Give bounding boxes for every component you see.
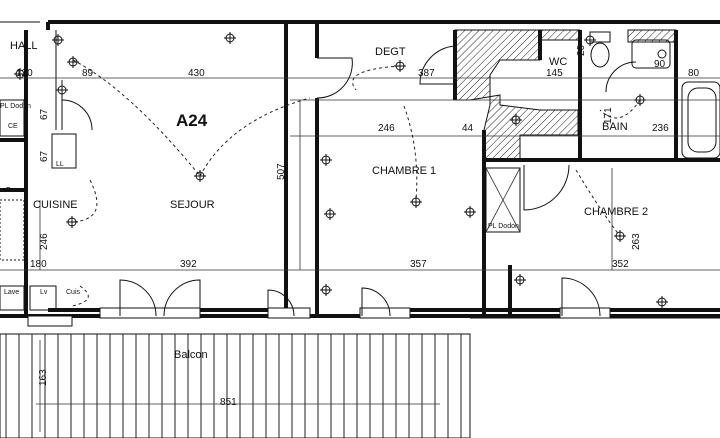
dim-hall-depth: 89 — [82, 68, 94, 79]
dim-hall-width: 120 — [16, 68, 33, 79]
dim-balcon-depth: 163 — [38, 369, 49, 386]
annot-cuis: Cuis — [66, 289, 81, 296]
balcony — [0, 317, 720, 438]
windows — [27, 307, 611, 327]
dim-bain-width: 236 — [652, 123, 669, 134]
outlet-symbol — [464, 206, 476, 218]
annot-ce: CE — [8, 123, 18, 130]
annot-lv: Lv — [40, 289, 48, 296]
room-label-bain: BAIN — [602, 121, 628, 133]
dim-bain-height: 171 — [603, 107, 614, 124]
dim-small-left: 67 — [39, 108, 50, 120]
dim-chambre-1-bottom: 357 — [410, 259, 427, 270]
outlet-symbol — [394, 60, 406, 72]
outlet-symbol — [656, 296, 668, 308]
technical-shaft — [454, 29, 677, 161]
electrical-symbols — [14, 32, 668, 308]
dim-closet: 44 — [462, 123, 474, 134]
dim-wc-small: 20 — [576, 44, 587, 56]
outlet-symbol — [514, 274, 526, 286]
doors — [61, 45, 637, 317]
outlet-symbol — [320, 284, 332, 296]
outlet-symbol — [410, 196, 422, 208]
dim-balcon-width: 851 — [220, 397, 237, 408]
dim-wc-width: 145 — [546, 68, 563, 79]
room-label-chambre-2: CHAMBRE 2 — [584, 206, 648, 218]
dim-chambre-2-bottom: 352 — [612, 259, 629, 270]
annot-lave: Lave — [4, 289, 19, 296]
dim-top-right: 80 — [688, 68, 700, 79]
room-label-cuisine: CUISINE — [33, 199, 78, 211]
electrical-wiring — [71, 59, 641, 307]
dim-small-left-2: 67 — [39, 150, 50, 162]
outlet-symbol — [320, 154, 332, 166]
outlet-symbol — [224, 32, 236, 44]
dim-sejour-bottom: 392 — [180, 259, 197, 270]
outlet-symbol — [634, 94, 646, 106]
outlet-symbol — [14, 68, 26, 80]
outlet-symbol — [324, 208, 336, 220]
dim-chambre-2-depth: 263 — [631, 233, 642, 250]
outlet-symbol — [52, 34, 64, 46]
annot-ll: LL — [56, 161, 64, 168]
dim-degt-depth: 246 — [378, 123, 395, 134]
room-label-degt: DEGT — [375, 46, 406, 58]
annot-fr: Fr — [6, 187, 13, 194]
outlet-symbol — [194, 170, 206, 182]
outlet-symbol — [584, 34, 596, 46]
dim-cuisine-width: 180 — [30, 259, 47, 270]
dimension-lines — [0, 77, 720, 271]
outlet-symbol — [66, 216, 78, 228]
outlet-symbol — [510, 114, 522, 126]
fixtures — [0, 31, 720, 311]
room-label-sejour: SEJOUR — [170, 199, 215, 211]
outlet-symbol — [614, 230, 626, 242]
annot-pl-dodon-right: PL Dodon — [488, 223, 519, 230]
room-label-wc: WC — [549, 56, 567, 68]
dim-cuisine-depth: 246 — [39, 233, 50, 250]
room-label-hall: HALL — [10, 40, 38, 52]
dim-sejour-depth: 507 — [276, 163, 287, 180]
outlet-symbol — [56, 84, 68, 96]
room-label-chambre-1: CHAMBRE 1 — [372, 165, 436, 177]
outlet-symbol — [67, 56, 79, 68]
apartment-code: A24 — [176, 111, 208, 130]
annot-pl-dodon-left: PL Dodon — [0, 103, 31, 110]
dim-degt-width: 387 — [418, 68, 435, 79]
dim-top-right-2: 90 — [654, 59, 666, 70]
dim-sejour-width: 430 — [188, 68, 205, 79]
room-label-balcon: Balcon — [174, 349, 208, 361]
